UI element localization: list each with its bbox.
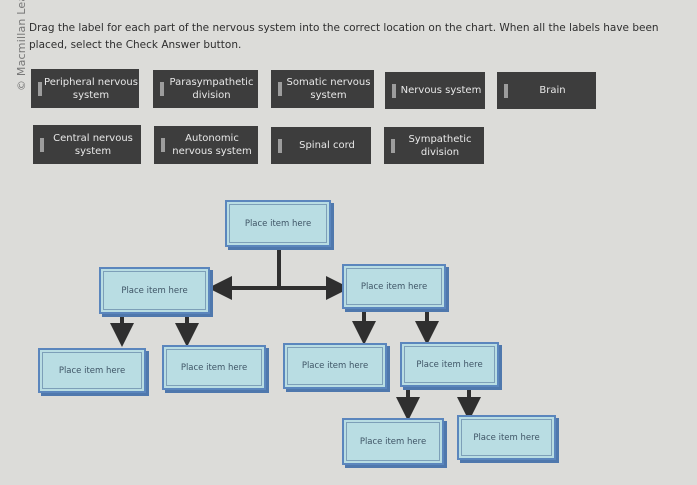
drop-target-grandchild-2[interactable]: Place item here (457, 415, 556, 460)
drop-target-right-child-1[interactable]: Place item here (283, 343, 387, 389)
drag-label-peripheral-nervous-system[interactable]: Peripheral nervous system (31, 69, 139, 108)
drag-label-spinal-cord[interactable]: Spinal cord (271, 127, 371, 164)
drag-label-nervous-system[interactable]: Nervous system (385, 72, 485, 109)
drag-handle-icon (160, 82, 164, 96)
drag-label-central-nervous-system[interactable]: Central nervous system (33, 125, 141, 164)
drag-label-brain[interactable]: Brain (497, 72, 596, 109)
drag-handle-icon (391, 138, 395, 153)
drop-target-grandchild-1[interactable]: Place item here (342, 418, 444, 465)
drag-label-sympathetic-division[interactable]: Sympathetic division (384, 127, 484, 164)
drag-handle-icon (278, 82, 282, 96)
drop-target-left-child-2[interactable]: Place item here (162, 345, 266, 390)
drop-target-left-child-1[interactable]: Place item here (38, 348, 146, 393)
drag-handle-icon (40, 137, 44, 152)
drop-target-right-child-2[interactable]: Place item here (400, 342, 499, 387)
drag-label-autonomic-nervous-system[interactable]: Autonomic nervous system (154, 126, 258, 164)
drop-target-right-branch[interactable]: Place item here (342, 264, 446, 309)
drag-label-parasympathetic-division[interactable]: Parasympathetic division (153, 70, 258, 108)
drag-handle-icon (392, 83, 396, 98)
drop-target-root[interactable]: Place item here (225, 200, 331, 247)
drag-handle-icon (38, 81, 42, 96)
drag-handle-icon (504, 83, 508, 98)
drop-target-left-branch[interactable]: Place item here (99, 267, 210, 314)
drag-handle-icon (161, 138, 165, 152)
drag-handle-icon (278, 138, 282, 153)
instructions-text: Drag the label for each part of the nerv… (29, 22, 659, 51)
drag-label-somatic-nervous-system[interactable]: Somatic nervous system (271, 70, 374, 108)
